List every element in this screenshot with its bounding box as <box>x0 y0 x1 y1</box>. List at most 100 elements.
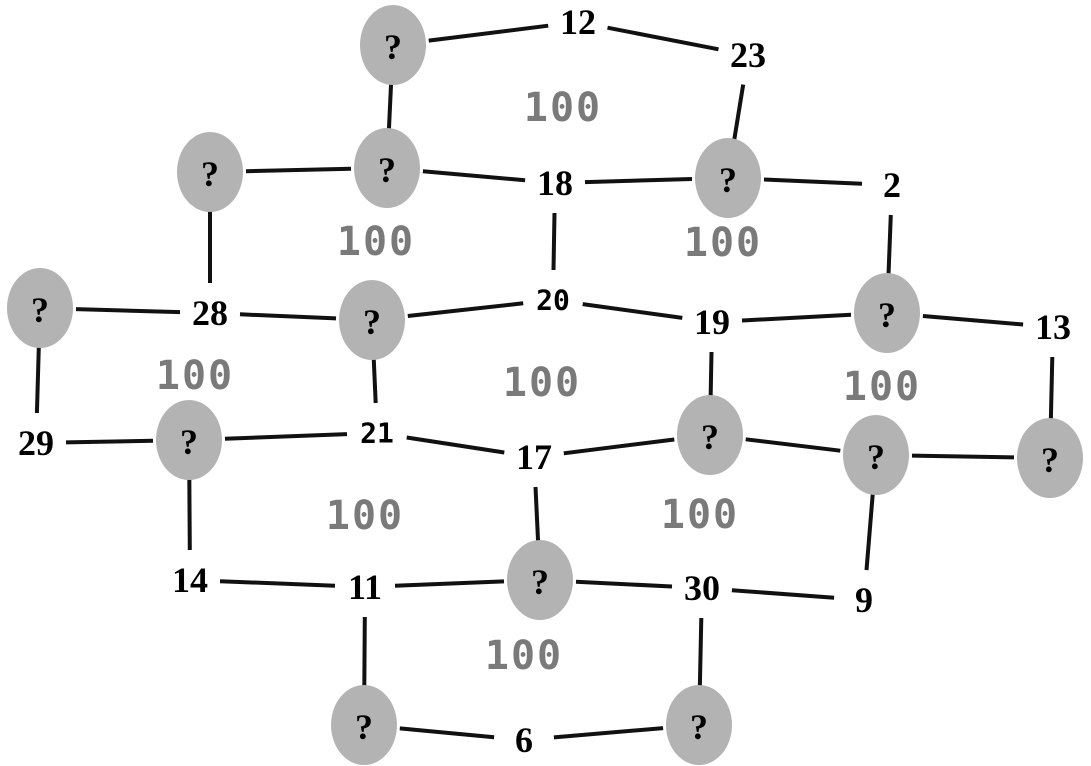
number-node-label: 6 <box>515 720 533 760</box>
edge-q8-n14 <box>187 475 192 551</box>
edge-n2-q7 <box>886 214 893 278</box>
number-node-n12: 12 <box>560 2 596 42</box>
unknown-node-mark: ? <box>378 150 396 190</box>
unknown-node-circle <box>695 138 761 218</box>
number-node-label: 29 <box>18 423 54 463</box>
number-node-n30: 30 <box>684 568 720 608</box>
unknown-node-circle <box>156 400 222 480</box>
face-bottom-label: 100 <box>485 633 563 679</box>
unknown-node-q9: ? <box>677 395 743 475</box>
unknown-node-q14: ? <box>666 685 732 765</box>
number-node-n6: 6 <box>515 720 533 760</box>
edge-n18-n20 <box>551 212 557 271</box>
edge-q10-q11 <box>911 453 1015 460</box>
number-node-n20: 20 <box>536 284 570 317</box>
edge-n11-q13 <box>362 616 367 690</box>
unknown-node-q1: ? <box>360 5 426 85</box>
unknown-node-mark: ? <box>1041 440 1059 480</box>
unknown-node-q8: ? <box>156 400 222 480</box>
number-node-label: 21 <box>360 417 394 450</box>
edge-n29-q8 <box>65 438 154 445</box>
number-node-label: 23 <box>730 35 766 75</box>
face-lower-left-label: 100 <box>326 493 404 539</box>
unknown-node-circle <box>331 685 397 765</box>
unknown-node-circle <box>666 685 732 765</box>
unknown-node-q13: ? <box>331 685 397 765</box>
number-node-n2: 2 <box>883 165 901 205</box>
edge-n19-q7 <box>741 312 852 323</box>
edge-n14-n11 <box>219 579 336 588</box>
number-node-label: 20 <box>536 284 570 317</box>
unknown-node-circle <box>507 540 573 620</box>
unknown-node-q5: ? <box>7 268 73 348</box>
unknown-node-q12: ? <box>507 540 573 620</box>
number-node-label: 17 <box>516 437 552 477</box>
unknown-node-circle <box>360 5 426 85</box>
edge-n23-q4 <box>731 84 746 143</box>
edge-q7-n13 <box>922 314 1024 327</box>
edge-n12-n23 <box>607 25 719 52</box>
number-node-label: 9 <box>855 580 873 620</box>
face-upper-left-label: 100 <box>337 219 415 265</box>
face-top-label: 100 <box>524 85 602 131</box>
number-node-label: 14 <box>172 560 208 600</box>
edge-n11-q12 <box>394 579 505 588</box>
number-node-label: 28 <box>192 293 228 333</box>
number-node-n13: 13 <box>1035 307 1071 347</box>
unknown-node-circle <box>177 132 243 212</box>
unknown-node-q6: ? <box>339 280 405 360</box>
edge-q3-n18 <box>422 169 526 183</box>
unknown-node-q4: ? <box>695 138 761 218</box>
number-node-label: 11 <box>348 567 382 607</box>
edge-n28-q6 <box>239 312 337 321</box>
face-middle-right-label: 100 <box>843 364 921 410</box>
edge-q5-n29 <box>34 343 41 414</box>
number-node-n23: 23 <box>730 35 766 75</box>
edge-n19-q9 <box>708 351 714 400</box>
number-node-label: 2 <box>883 165 901 205</box>
unknown-node-mark: ? <box>719 160 737 200</box>
number-node-label: 30 <box>684 568 720 608</box>
edges-layer <box>34 23 1055 740</box>
number-node-n19: 19 <box>694 302 730 342</box>
unknown-node-circle <box>7 268 73 348</box>
unknown-node-q7: ? <box>854 273 920 353</box>
edge-n6-q14 <box>553 726 664 740</box>
unknown-node-circle <box>1017 418 1083 498</box>
number-node-label: 18 <box>537 163 573 203</box>
unknown-node-mark: ? <box>701 417 719 457</box>
unknown-node-mark: ? <box>384 27 402 67</box>
edge-q9-q10 <box>745 437 841 453</box>
unknown-node-mark: ? <box>201 154 219 194</box>
edge-n30-q14 <box>697 617 704 690</box>
number-node-n21: 21 <box>360 417 394 450</box>
number-node-n29: 29 <box>18 423 54 463</box>
unknown-node-mark: ? <box>867 437 885 477</box>
face-center-label: 100 <box>503 360 581 406</box>
face-upper-right-label: 100 <box>684 220 762 266</box>
unknown-node-mark: ? <box>878 295 896 335</box>
edge-q1-q3 <box>386 80 394 133</box>
unknown-node-q2: ? <box>177 132 243 212</box>
edge-n13-q11 <box>1048 356 1055 423</box>
edge-q1-n12 <box>428 23 549 43</box>
edge-q13-n6 <box>399 726 495 740</box>
unknown-node-circle <box>354 128 420 208</box>
number-node-n14: 14 <box>172 560 208 600</box>
edge-n30-n9 <box>731 588 835 600</box>
edge-n17-q9 <box>563 437 675 456</box>
number-node-n9: 9 <box>855 580 873 620</box>
edge-q8-n21 <box>224 432 348 441</box>
unknown-node-q11: ? <box>1017 418 1083 498</box>
number-node-label: 13 <box>1035 307 1071 347</box>
unknown-node-q10: ? <box>843 415 909 495</box>
edge-n20-n19 <box>582 302 683 320</box>
edge-q6-n20 <box>407 301 524 318</box>
edge-n18-q4 <box>584 177 693 185</box>
unknown-node-circle <box>854 273 920 353</box>
unknown-node-mark: ? <box>31 290 49 330</box>
unknown-node-circle <box>339 280 405 360</box>
